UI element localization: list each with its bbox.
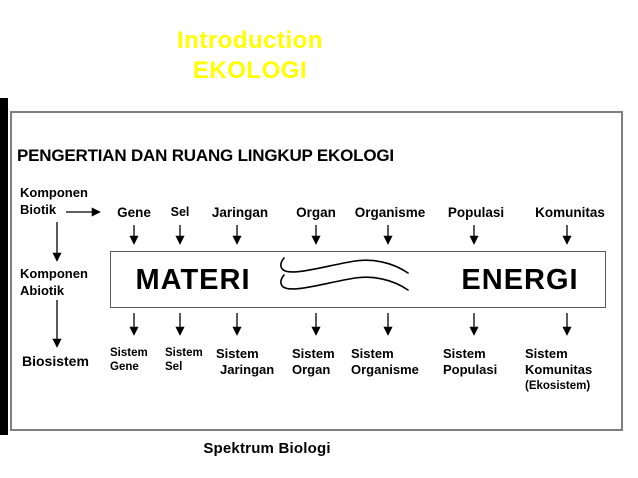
bottom-label-sistem-organisme: Sistem Organisme bbox=[351, 346, 419, 378]
sistem-populasi-line1: Sistem bbox=[443, 346, 486, 361]
sistem-komunitas-line3: (Ekosistem) bbox=[525, 380, 591, 392]
sistem-populasi-line2: Populasi bbox=[443, 362, 498, 377]
sistem-komunitas-line1: Sistem bbox=[525, 346, 568, 361]
top-label-organ: Organ bbox=[296, 205, 336, 220]
bottom-label-sistem-populasi: Sistem Populasi bbox=[443, 346, 497, 378]
sistem-organ-line2: Organ bbox=[292, 362, 331, 377]
sistem-jaringan-line1: Sistem bbox=[216, 346, 259, 361]
bottom-label-sistem-komunitas: Sistem Komunitas (Ekosistem) bbox=[525, 346, 592, 394]
slide-title-line1: Introduction bbox=[177, 27, 323, 54]
top-label-komunitas: Komunitas bbox=[535, 205, 605, 220]
sistem-sel-line1: Sistem bbox=[165, 347, 203, 359]
sistem-organisme-line2: Organisme bbox=[351, 362, 419, 377]
sistem-organisme-line1: Sistem bbox=[351, 346, 394, 361]
komponen-abiotik-line1: Komponen bbox=[20, 266, 88, 281]
slide-title-line2: EKOLOGI bbox=[192, 57, 308, 84]
bottom-label-sistem-sel: Sistem Sel bbox=[165, 346, 203, 374]
sistem-jaringan-line2: Jaringan bbox=[220, 362, 275, 377]
caption-spektrum-biologi: Spektrum Biologi bbox=[203, 440, 331, 457]
top-label-sel: Sel bbox=[170, 205, 190, 219]
label-komponen-biotik: Komponen Biotik bbox=[20, 184, 88, 218]
komponen-abiotik-line2: Abiotik bbox=[20, 283, 65, 298]
komponen-biotik-line1: Komponen bbox=[20, 185, 88, 200]
label-energi: ENERGI bbox=[461, 264, 579, 296]
sistem-gene-line1: Sistem bbox=[110, 347, 148, 359]
label-komponen-abiotik: Komponen Abiotik bbox=[20, 265, 88, 299]
komponen-biotik-line2: Biotik bbox=[20, 202, 57, 217]
top-label-jaringan: Jaringan bbox=[211, 205, 269, 220]
slide-title: Introduction EKOLOGI bbox=[0, 26, 500, 86]
top-label-organisme: Organisme bbox=[354, 205, 426, 220]
bottom-label-sistem-gene: Sistem Gene bbox=[110, 346, 148, 374]
bottom-label-sistem-organ: Sistem Organ bbox=[292, 346, 335, 378]
left-edge-strip bbox=[0, 98, 8, 435]
top-label-populasi: Populasi bbox=[447, 205, 505, 220]
bottom-label-sistem-jaringan: Sistem Jaringan bbox=[216, 346, 274, 378]
sistem-sel-line2: Sel bbox=[165, 361, 183, 373]
sistem-organ-line1: Sistem bbox=[292, 346, 335, 361]
sistem-gene-line2: Gene bbox=[110, 361, 139, 373]
top-label-gene: Gene bbox=[117, 205, 151, 220]
section-heading: PENGERTIAN DAN RUANG LINGKUP EKOLOGI bbox=[17, 146, 394, 165]
label-biosistem: Biosistem bbox=[22, 353, 89, 369]
sistem-komunitas-line2: Komunitas bbox=[525, 362, 593, 377]
label-materi: MATERI bbox=[135, 264, 251, 296]
